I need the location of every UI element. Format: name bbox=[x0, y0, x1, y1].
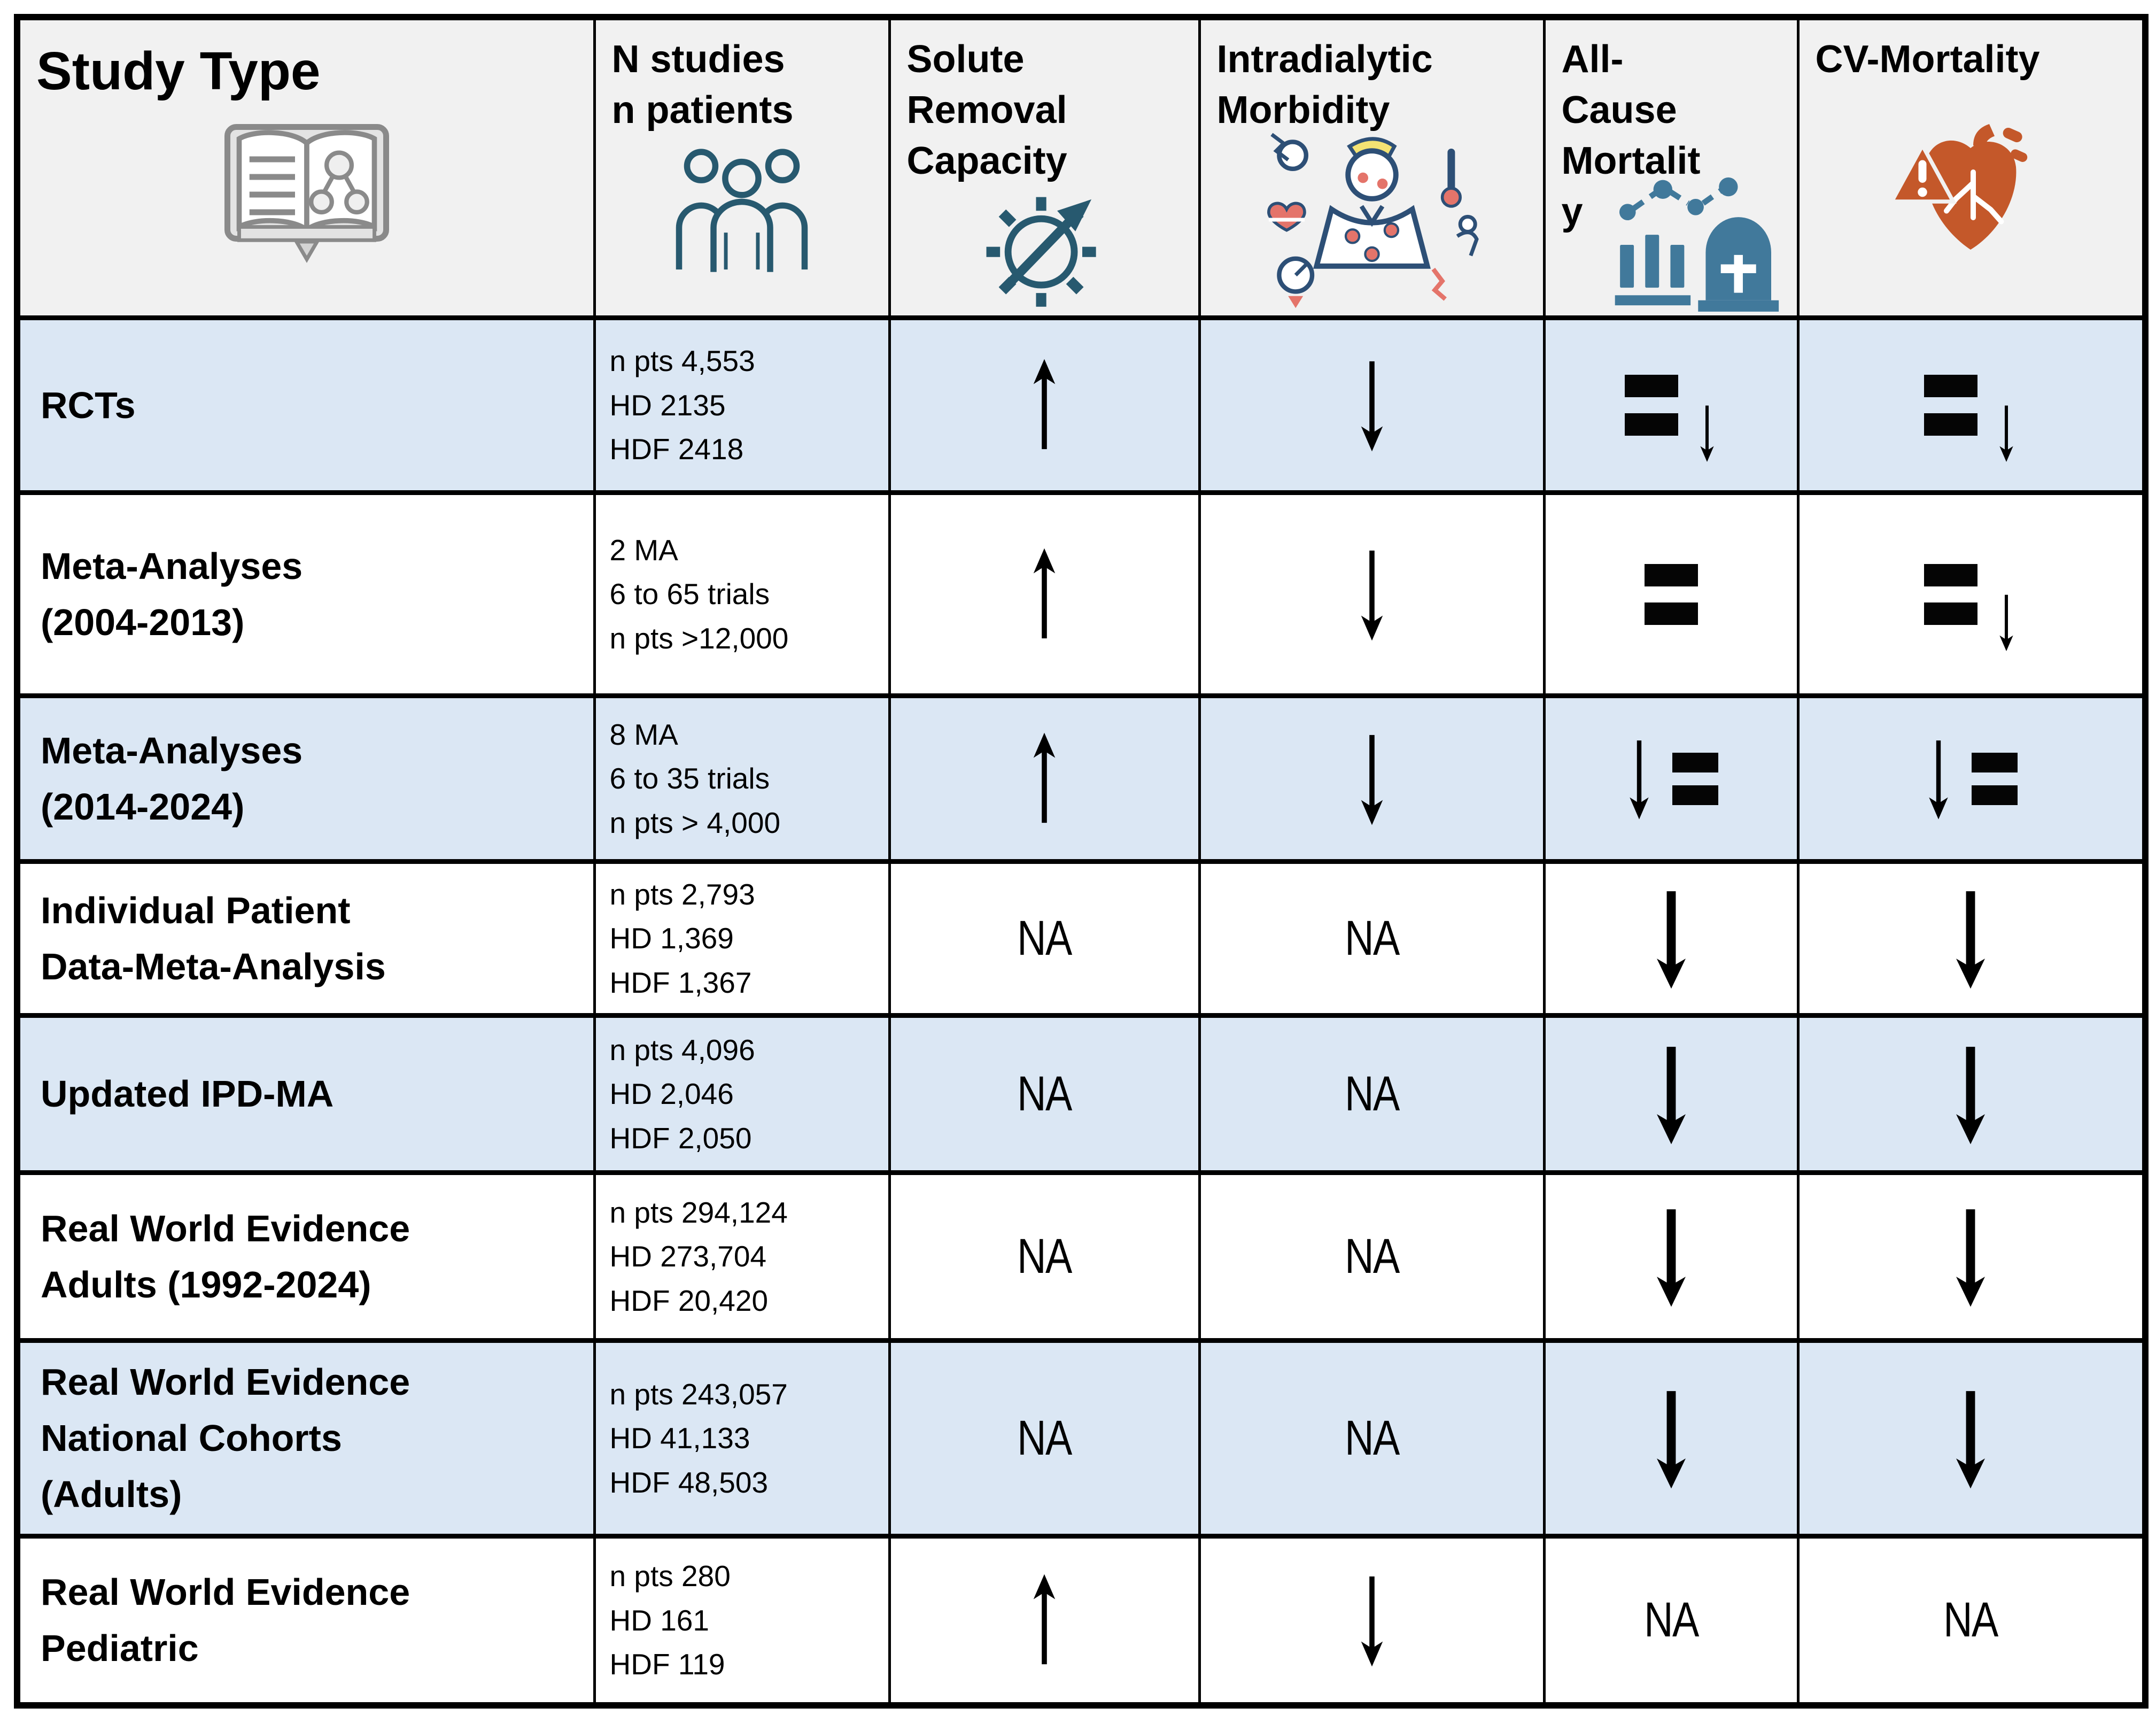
study-details: n pts 243,057 HD 41,133 HDF 48,503 bbox=[609, 1377, 788, 1499]
all-cause-outcome bbox=[1546, 1202, 1797, 1312]
cv-mortality-outcome bbox=[1800, 884, 2143, 994]
intradialytic-outcome bbox=[1201, 725, 1543, 833]
table-row-meta-2014: Meta-Analyses (2014-2024) 8 MA 6 to 35 t… bbox=[15, 693, 2147, 864]
solute-removal-outcome bbox=[891, 1566, 1198, 1674]
col-header-n-studies: N studies n patients bbox=[593, 14, 891, 321]
all-cause-outcome bbox=[1546, 1384, 1797, 1494]
col-header-study-type: Study Type bbox=[15, 14, 596, 321]
col-header-intradialytic: Intradialytic Morbidity bbox=[1198, 14, 1546, 321]
cv-mortality-outcome bbox=[1800, 1039, 2143, 1149]
study-details: n pts 4,096 HD 2,046 HDF 2,050 bbox=[609, 1033, 755, 1155]
study-type-label: Meta-Analyses (2004-2013) bbox=[41, 545, 303, 643]
study-details: n pts 294,124 HD 273,704 HDF 20,420 bbox=[609, 1195, 788, 1317]
cv-mortality-outcome bbox=[1800, 357, 2143, 453]
intradialytic-outcome bbox=[1201, 540, 1543, 648]
table-row-meta-2004: Meta-Analyses (2004-2013) 2 MA 6 to 65 t… bbox=[15, 490, 2147, 699]
all-cause-outcome bbox=[1546, 728, 1797, 830]
solute-removal-outcome bbox=[891, 725, 1198, 833]
n-studies-header-label: N studies n patients bbox=[611, 38, 794, 132]
study-type-label: Individual Patient Data-Meta-Analysis bbox=[41, 889, 386, 987]
chart-tombstone-icon bbox=[1546, 174, 1797, 315]
solute-removal-outcome: NA bbox=[1017, 911, 1072, 966]
study-type-label: RCTs bbox=[41, 384, 136, 426]
table-row-updated-ipd-ma: Updated IPD-MA n pts 4,096 HD 2,046 HDF … bbox=[15, 1013, 2147, 1176]
solute-removal-outcome bbox=[891, 351, 1198, 459]
intradialytic-outcome: NA bbox=[1344, 911, 1400, 966]
patient-symptoms-icon bbox=[1201, 128, 1543, 311]
study-details: n pts 2,793 HD 1,369 HDF 1,367 bbox=[609, 877, 755, 999]
study-type-label: Real World Evidence Adults (1992-2024) bbox=[41, 1207, 410, 1305]
solute-removal-header-label: Solute Removal Capacity bbox=[906, 38, 1067, 183]
cv-mortality-outcome: NA bbox=[1943, 1593, 1998, 1648]
hd-hdf-evidence-table: Study Type N studies n patients Solute R… bbox=[14, 14, 2149, 1709]
cv-mortality-header-label: CV-Mortality bbox=[1815, 38, 2040, 81]
open-book-icon bbox=[20, 112, 593, 265]
cv-mortality-outcome bbox=[1800, 1202, 2143, 1312]
table-row-rwe-pediatric: Real World Evidence Pediatric n pts 280 … bbox=[15, 1534, 2147, 1708]
study-details: 8 MA 6 to 35 trials n pts > 4,000 bbox=[609, 717, 781, 839]
intradialytic-outcome: NA bbox=[1344, 1411, 1400, 1466]
solute-removal-outcome: NA bbox=[1017, 1067, 1072, 1122]
study-type-label: Real World Evidence Pediatric bbox=[41, 1571, 410, 1669]
col-header-solute-removal: Solute Removal Capacity bbox=[888, 14, 1201, 321]
study-type-label: Meta-Analyses (2014-2024) bbox=[41, 729, 303, 828]
study-details: n pts 4,553 HD 2135 HDF 2418 bbox=[609, 344, 755, 466]
study-type-label: Real World Evidence National Cohorts (Ad… bbox=[41, 1361, 410, 1516]
intradialytic-outcome: NA bbox=[1344, 1067, 1400, 1122]
study-type-header-label: Study Type bbox=[36, 41, 321, 101]
table-row-rwe-national: Real World Evidence National Cohorts (Ad… bbox=[15, 1338, 2147, 1539]
study-type-label: Updated IPD-MA bbox=[41, 1073, 334, 1115]
cv-mortality-outcome bbox=[1800, 546, 2143, 643]
table-row-ipd-ma: Individual Patient Data-Meta-Analysis n … bbox=[15, 859, 2147, 1018]
intradialytic-header-label: Intradialytic Morbidity bbox=[1216, 38, 1433, 132]
col-header-cv-mortality: CV-Mortality bbox=[1796, 14, 2147, 321]
all-cause-outcome bbox=[1546, 884, 1797, 994]
solute-removal-outcome bbox=[891, 540, 1198, 648]
table-row-rwe-adults: Real World Evidence Adults (1992-2024) n… bbox=[15, 1170, 2147, 1343]
study-details: 2 MA 6 to 65 trials n pts >12,000 bbox=[609, 533, 789, 655]
all-cause-outcome: NA bbox=[1643, 1593, 1699, 1648]
heart-warning-icon bbox=[1800, 111, 2143, 271]
all-cause-outcome bbox=[1546, 357, 1797, 453]
cv-mortality-outcome bbox=[1800, 1384, 2143, 1494]
col-header-all-cause: All- Cause Mortalit y bbox=[1542, 14, 1800, 321]
gear-trend-arrow-icon bbox=[891, 183, 1198, 309]
table-row-rcts: RCTs n pts 4,553 HD 2135 HDF 2418 bbox=[15, 315, 2147, 496]
people-group-icon bbox=[596, 139, 888, 277]
solute-removal-outcome: NA bbox=[1017, 1229, 1072, 1284]
all-cause-outcome bbox=[1546, 546, 1797, 643]
intradialytic-outcome: NA bbox=[1344, 1229, 1400, 1284]
intradialytic-outcome bbox=[1201, 351, 1543, 459]
header-row: Study Type N studies n patients Solute R… bbox=[15, 14, 2147, 321]
cv-mortality-outcome bbox=[1800, 728, 2143, 830]
study-details: n pts 280 HD 161 HDF 119 bbox=[609, 1559, 731, 1681]
intradialytic-outcome bbox=[1201, 1566, 1543, 1674]
solute-removal-outcome: NA bbox=[1017, 1411, 1072, 1466]
all-cause-outcome bbox=[1546, 1039, 1797, 1149]
all-cause-header-label: All- Cause Mortalit y bbox=[1561, 38, 1701, 234]
